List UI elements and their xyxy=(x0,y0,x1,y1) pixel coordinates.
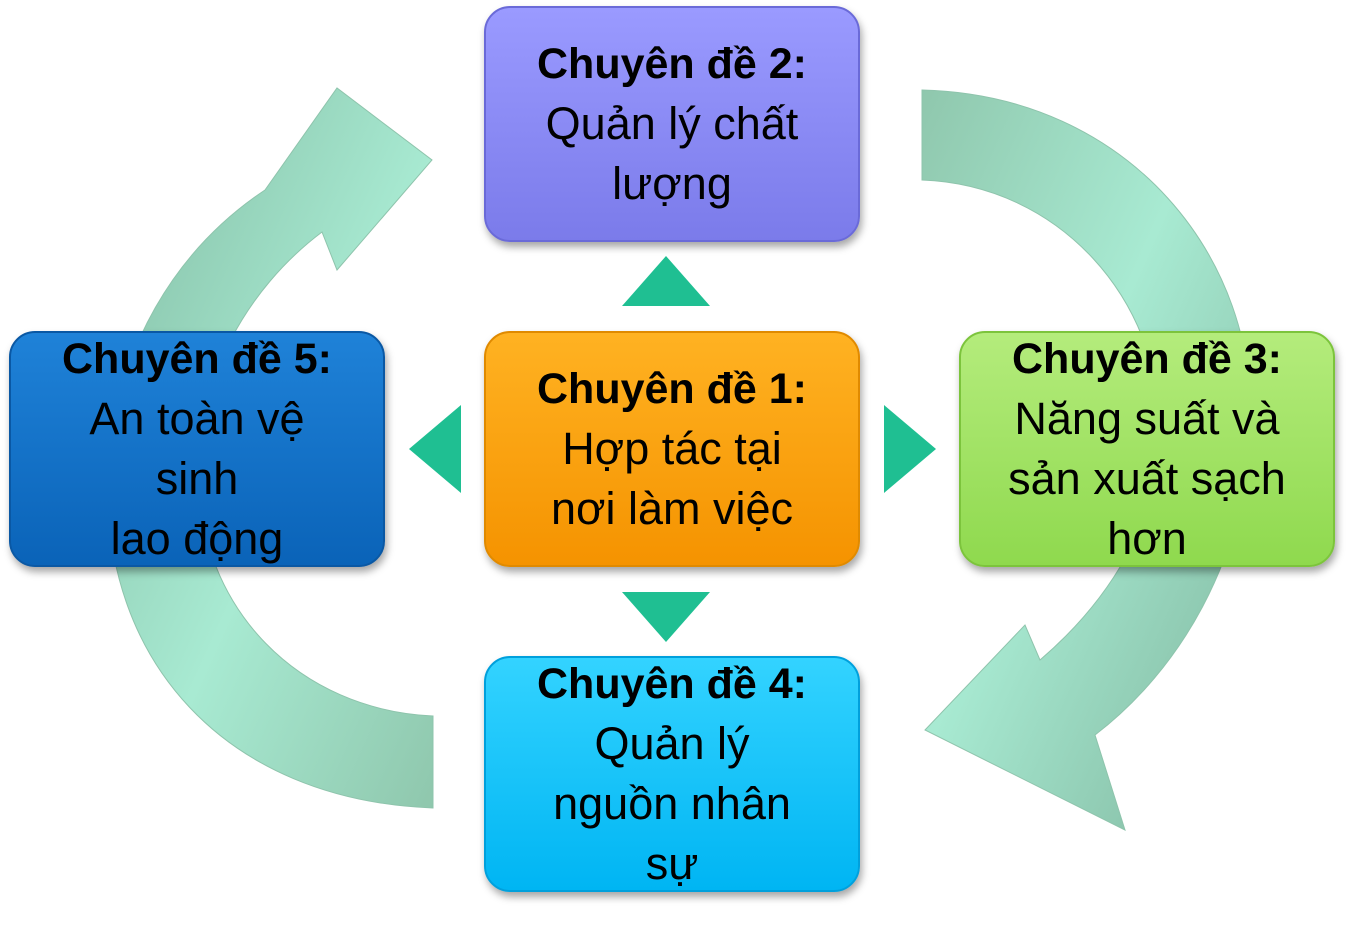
triangle-up-icon xyxy=(622,256,710,306)
node-line: nguồn nhân xyxy=(553,778,791,829)
node-line: Hợp tác tại xyxy=(562,423,782,474)
node-title: Chuyên đề 3: xyxy=(1012,335,1282,383)
node-line: sinh xyxy=(155,453,239,504)
triangle-right-icon xyxy=(884,405,936,493)
node-line: lao động xyxy=(110,513,284,564)
curved-arrow-right-icon xyxy=(921,89,1252,831)
node-line: Quản lý xyxy=(594,718,750,769)
node-topic-2: Chuyên đề 2: Quản lý chất lượng xyxy=(484,6,860,242)
node-line: Năng suất và xyxy=(1014,393,1280,444)
node-topic-4: Chuyên đề 4: Quản lý nguồn nhân sự xyxy=(484,656,860,892)
node-title: Chuyên đề 2: xyxy=(537,40,807,88)
node-line: sản xuất sạch xyxy=(1008,453,1286,504)
node-line: An toàn vệ xyxy=(89,393,305,444)
node-line: Quản lý chất xyxy=(545,98,799,149)
node-topic-1: Chuyên đề 1: Hợp tác tại nơi làm việc xyxy=(484,331,860,567)
node-topic-3: Chuyên đề 3: Năng suất và sản xuất sạch … xyxy=(959,331,1335,567)
node-line: sự xyxy=(645,838,699,889)
node-line: hơn xyxy=(1107,513,1187,564)
curved-arrow-left-icon xyxy=(107,87,434,809)
triangle-down-icon xyxy=(622,592,710,642)
node-topic-5: Chuyên đề 5: An toàn vệ sinh lao động xyxy=(9,331,385,567)
node-title: Chuyên đề 4: xyxy=(537,660,807,708)
node-line: nơi làm việc xyxy=(550,483,794,534)
node-line: lượng xyxy=(612,158,732,209)
triangle-left-icon xyxy=(409,405,461,493)
node-title: Chuyên đề 5: xyxy=(62,335,332,383)
node-title: Chuyên đề 1: xyxy=(537,365,807,413)
